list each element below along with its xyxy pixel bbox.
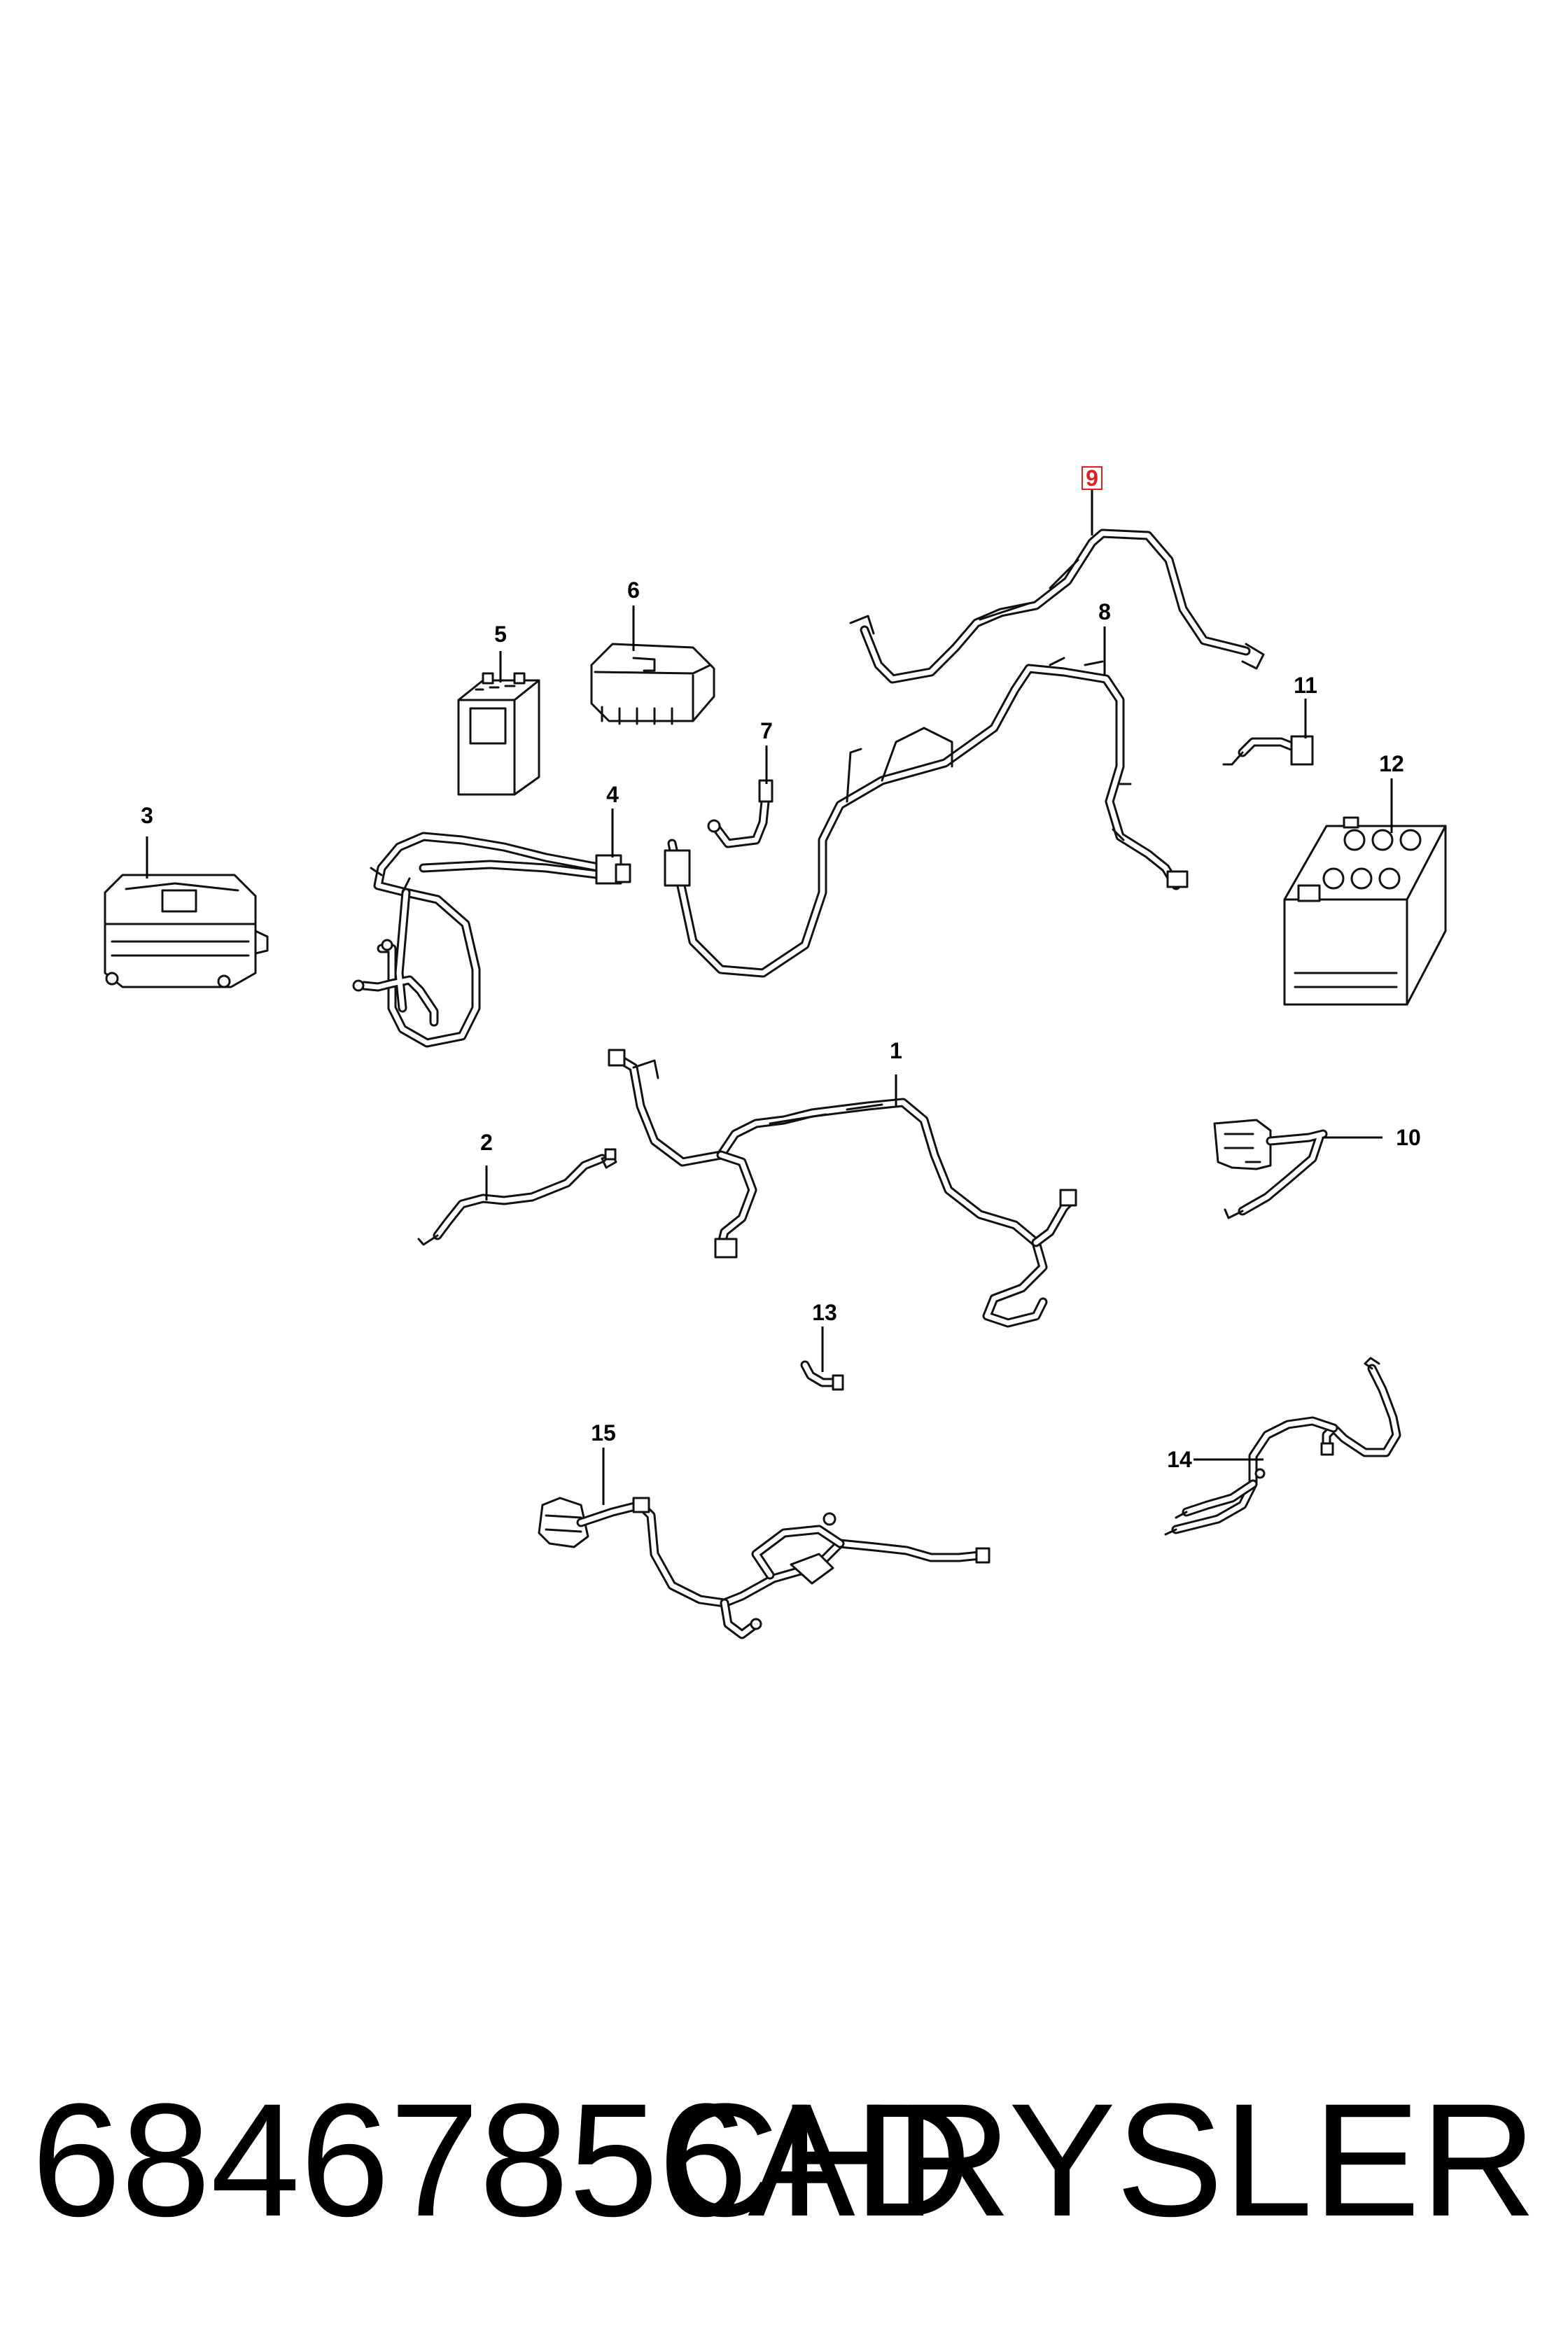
part-4-cable[interactable] [352,832,631,1048]
part-15-cable[interactable] [538,1497,990,1639]
part-14-cable[interactable] [1164,1357,1401,1536]
part-7-pigtail[interactable] [707,779,774,848]
part-3-fuse-box[interactable] [104,874,269,988]
callout-5: 5 [494,622,507,647]
part-8-cable[interactable] [664,657,1189,978]
callout-14: 14 [1167,1447,1192,1472]
part-number: 68467856AD [31,2070,972,2250]
part-12-main-battery[interactable] [1283,816,1447,1006]
part-11-terminal-lead[interactable] [1222,735,1314,766]
callout-12: 12 [1379,751,1404,776]
callout-9-highlight [1082,466,1102,490]
callout-7: 7 [760,718,773,743]
part-1-cable[interactable] [608,1049,1077,1328]
callout-11: 11 [1294,673,1317,698]
part-6-power-module[interactable] [590,643,715,725]
brand-name: CHRYSLER [663,2070,1536,2250]
callout-13: 13 [812,1300,837,1325]
callout-6: 6 [627,578,640,603]
part-13-clip[interactable] [800,1360,844,1391]
leader-lines [146,490,1393,1505]
callout-15: 15 [591,1420,616,1446]
part-5-auxiliary-battery[interactable] [457,672,540,796]
part-9-cable[interactable] [849,528,1265,684]
callout-8: 8 [1098,599,1111,624]
callout-4: 4 [606,782,619,807]
callout-2: 2 [480,1130,493,1155]
callout-1: 1 [890,1038,902,1063]
callout-9: 9 [1086,465,1098,491]
callout-10: 10 [1396,1125,1421,1150]
part-10-cable[interactable] [1213,1119,1328,1219]
callout-3: 3 [141,803,153,828]
part-2-cable[interactable] [417,1148,617,1246]
callout-labels: 1 2 3 4 5 6 7 8 9 10 11 12 13 14 15 [141,465,1421,1472]
